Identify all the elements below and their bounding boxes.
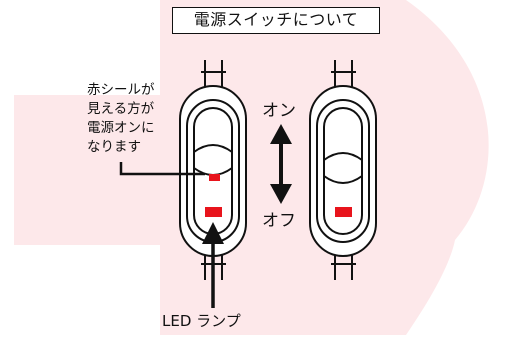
- background-accent-left: [14, 95, 190, 245]
- note-line: 電源オンに: [87, 120, 155, 136]
- switch-off: [309, 60, 377, 280]
- double-arrow-icon: [270, 124, 292, 204]
- led-lamp-right: [335, 207, 352, 217]
- note-line: なります: [87, 139, 141, 155]
- pointer-arrow-icon: [202, 222, 224, 308]
- callout-line: [119, 162, 205, 176]
- led-lamp-label: LED ランプ: [162, 312, 241, 330]
- led-lamp-left: [205, 207, 222, 217]
- red-sticker-left: [209, 174, 220, 181]
- page-title: 電源スイッチについて: [172, 7, 380, 34]
- note-text: 赤シールが 見える方が 電源オンに なります: [87, 81, 155, 157]
- off-label: オフ: [262, 211, 296, 231]
- note-line: 赤シールが: [87, 82, 155, 98]
- on-label: オン: [262, 101, 296, 121]
- note-line: 見える方が: [87, 101, 155, 117]
